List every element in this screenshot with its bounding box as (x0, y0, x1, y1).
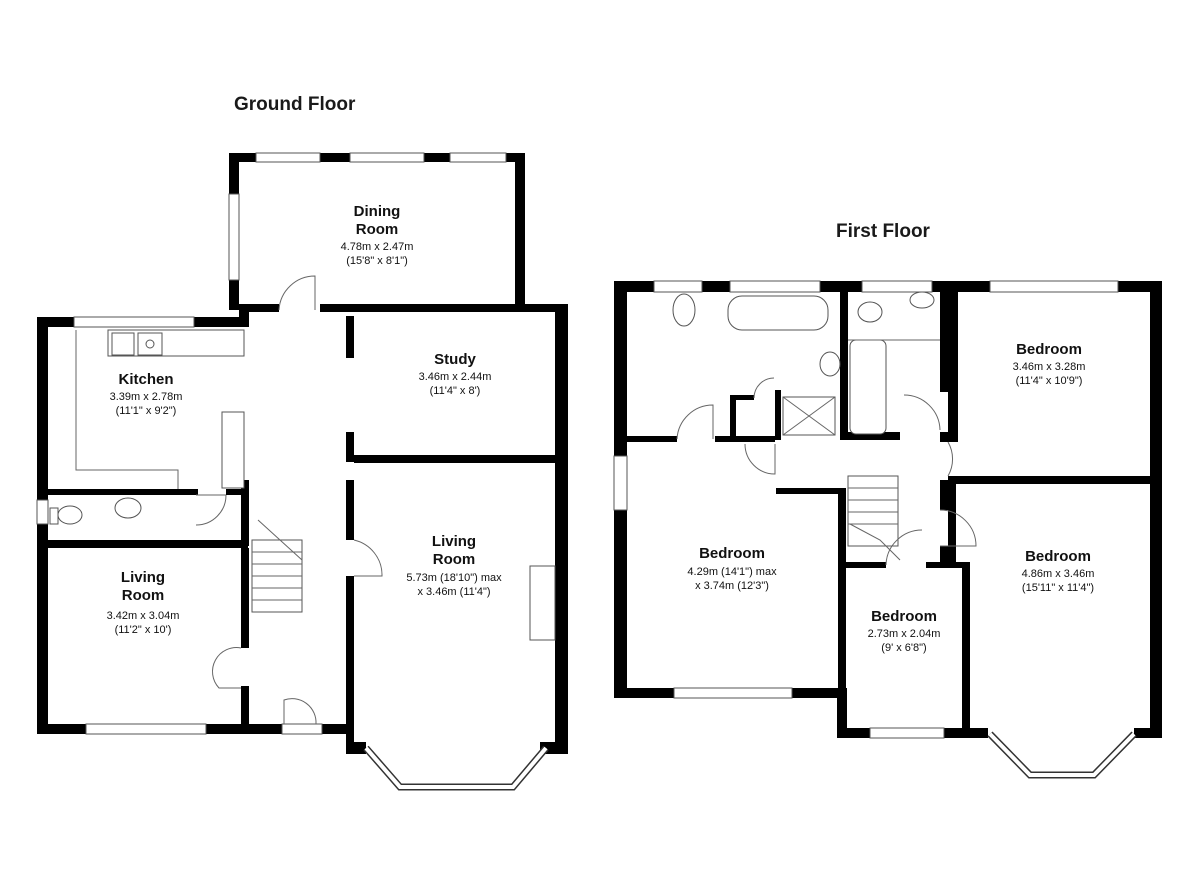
room-living-main: Living Room 5.73m (18'10") max x 3.46m (… (406, 533, 502, 598)
room-name: Kitchen (118, 371, 173, 388)
room-living-front: Living Room 3.42m x 3.04m (11'2" x 10') (107, 569, 180, 636)
room-name: Bedroom (1025, 548, 1091, 565)
room-name: Bedroom (699, 545, 765, 562)
room-name: Bedroom (871, 608, 937, 625)
room-bedroom-small: Bedroom 2.73m x 2.04m (9' x 6'8") (868, 608, 941, 654)
room-dimensions: (11'4" x 8') (430, 385, 481, 397)
room-dimensions: (11'1" x 9'2") (116, 405, 177, 417)
room-name: Room (356, 221, 399, 238)
room-bedroom-w: Bedroom 4.29m (14'1") max x 3.74m (12'3"… (687, 545, 777, 592)
room-dimensions: (9' x 6'8") (881, 642, 926, 654)
room-dimensions: 3.42m x 3.04m (107, 610, 180, 622)
room-kitchen: Kitchen 3.39m x 2.78m (11'1" x 9'2") (110, 371, 183, 417)
room-dining: Dining Room 4.78m x 2.47m (15'8" x 8'1") (341, 203, 414, 267)
ground-floor-plan (36, 152, 568, 791)
room-dimensions: 5.73m (18'10") max (406, 572, 502, 584)
room-name: Living (121, 569, 165, 586)
room-name: Bedroom (1016, 341, 1082, 358)
room-dimensions: (11'2" x 10') (115, 624, 172, 636)
room-dimensions: 2.73m x 2.04m (868, 628, 941, 640)
room-study: Study 3.46m x 2.44m (11'4" x 8') (419, 351, 492, 397)
room-dimensions: (15'11" x 11'4") (1022, 582, 1094, 594)
room-name: Room (122, 587, 165, 604)
room-dimensions: x 3.46m (11'4") (417, 586, 490, 598)
room-dimensions: x 3.74m (12'3") (695, 580, 769, 592)
room-bedroom-e: Bedroom 4.86m x 3.46m (15'11" x 11'4") (1022, 548, 1095, 594)
room-dimensions: (11'4" x 10'9") (1016, 375, 1083, 387)
room-dimensions: (15'8" x 8'1") (346, 255, 408, 267)
room-name: Study (434, 351, 476, 368)
room-name: Living (432, 533, 476, 550)
first-floor-plan (613, 280, 1162, 779)
room-name: Dining (354, 203, 401, 220)
first-floor-title: First Floor (836, 221, 931, 242)
room-name: Room (433, 551, 476, 568)
room-dimensions: 3.46m x 2.44m (419, 371, 492, 383)
ground-floor-title: Ground Floor (234, 94, 356, 115)
room-dimensions: 3.46m x 3.28m (1013, 361, 1086, 373)
room-dimensions: 4.78m x 2.47m (341, 241, 414, 253)
room-dimensions: 4.29m (14'1") max (687, 566, 777, 578)
room-bedroom-ne: Bedroom 3.46m x 3.28m (11'4" x 10'9") (1013, 341, 1086, 387)
room-dimensions: 3.39m x 2.78m (110, 391, 183, 403)
room-dimensions: 4.86m x 3.46m (1022, 568, 1095, 580)
fireplace (529, 565, 556, 641)
